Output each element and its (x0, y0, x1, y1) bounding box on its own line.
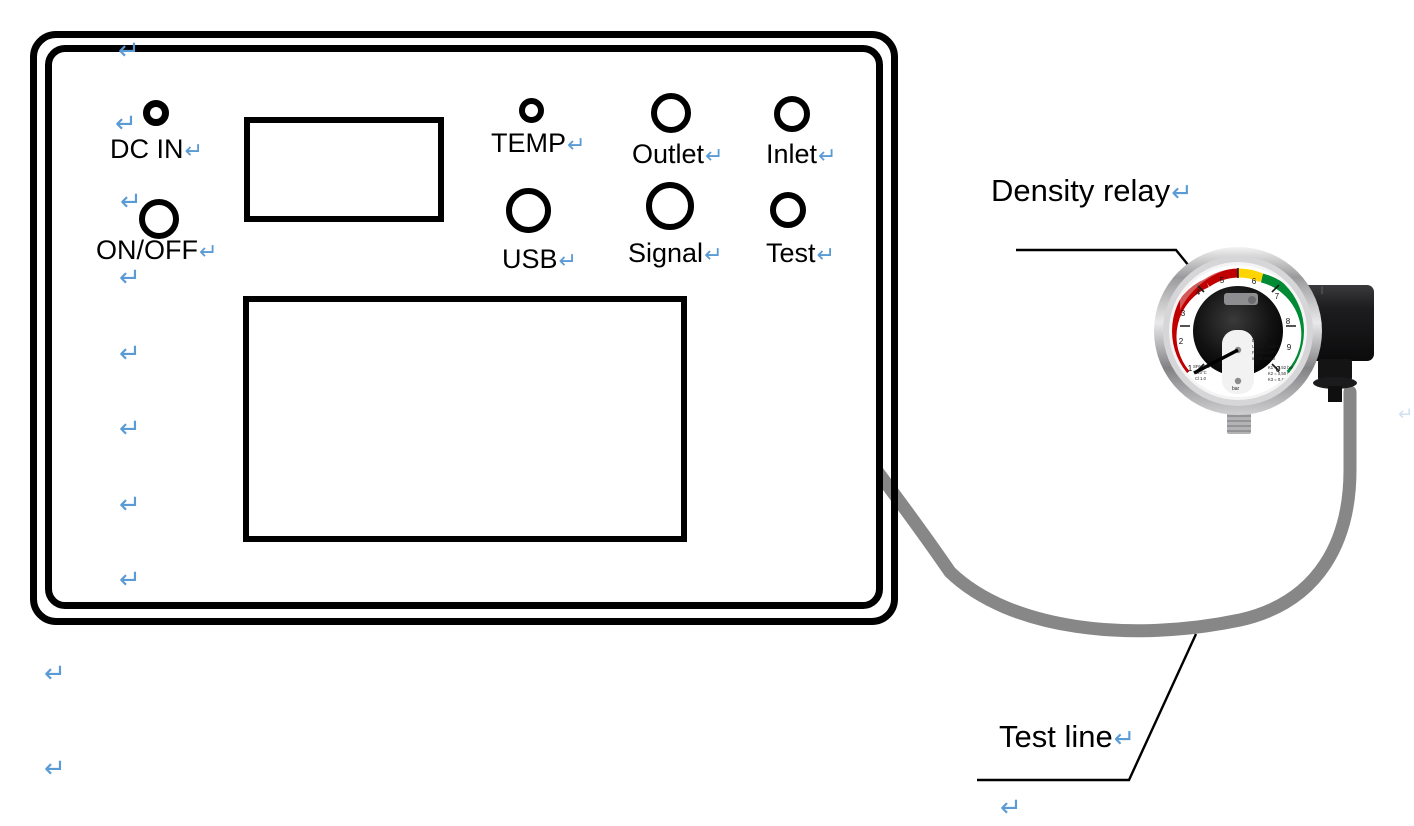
return-mark-icon: ↵ (1113, 723, 1136, 753)
return-mark-icon: ↵ (118, 36, 140, 66)
return-mark-icon: ↵ (120, 187, 142, 217)
large-display-screen[interactable] (243, 296, 687, 542)
port-label-signal-text: Signal (628, 238, 704, 268)
gauge-dial-text: DMK90 U max ~ 250 V P max ≤ MPa micro-sw… (1193, 338, 1294, 392)
glass-reflection (1180, 265, 1246, 310)
return-mark-icon: ↵ (1398, 404, 1414, 425)
svg-text:K2 = 0,50 bar: K2 = 0,50 bar (1268, 371, 1294, 376)
port-label-test: Test↵ (766, 240, 835, 267)
svg-text:6: 6 (1252, 277, 1257, 286)
svg-text:Cl 1.0: Cl 1.0 (1195, 376, 1207, 381)
port-on-off[interactable] (139, 199, 179, 239)
svg-text:DMK90: DMK90 (1252, 338, 1267, 343)
svg-text:U max ~ 250 V: U max ~ 250 V (1252, 344, 1280, 349)
return-mark-icon: ↵ (1171, 177, 1193, 207)
return-mark-icon: ↵ (704, 242, 723, 268)
return-mark-icon: ↵ (1000, 793, 1022, 823)
port-label-dc-in-text: DC IN (110, 134, 184, 164)
svg-text:1: 1 (1188, 364, 1193, 373)
return-mark-icon: ↵ (818, 143, 837, 169)
port-label-temp: TEMP↵ (491, 130, 586, 157)
gauge-adjuster (1224, 293, 1258, 305)
svg-text:±20°C: ±20°C (1195, 370, 1207, 375)
return-mark-icon: ↵ (816, 242, 836, 268)
return-mark-icon: ↵ (567, 132, 586, 158)
port-label-on-off: ON/OFF↵ (96, 237, 218, 264)
port-dc-in[interactable] (143, 100, 169, 126)
port-outlet[interactable] (651, 93, 691, 133)
port-usb[interactable] (506, 188, 551, 233)
return-mark-icon: ↵ (119, 414, 141, 444)
gauge-ticks (1180, 268, 1296, 372)
svg-text:9: 9 (1287, 343, 1292, 352)
port-inlet[interactable] (774, 96, 810, 132)
svg-text:P max ≤ MPa: P max ≤ MPa (1252, 350, 1278, 355)
svg-text:SF6 Gas: SF6 Gas (1193, 364, 1210, 369)
port-label-outlet: Outlet↵ (632, 141, 724, 168)
svg-text:8: 8 (1286, 317, 1291, 326)
annotation-test-line: Test line↵ (999, 721, 1135, 752)
svg-text:5: 5 (1220, 276, 1225, 285)
svg-text:2: 2 (1179, 337, 1184, 346)
return-mark-icon: ↵ (119, 339, 141, 369)
port-signal[interactable] (646, 182, 694, 230)
return-mark-icon: ↵ (558, 248, 578, 274)
annotation-density-relay-text: Density relay (991, 173, 1171, 208)
svg-text:K3 = 0,48 bar: K3 = 0,48 bar (1268, 377, 1294, 382)
return-mark-icon: ↵ (199, 239, 218, 265)
return-mark-icon: ↵ (44, 659, 66, 689)
return-mark-icon: ↵ (44, 754, 66, 784)
return-mark-icon: ↵ (119, 565, 141, 595)
port-test[interactable] (770, 192, 806, 228)
svg-text:K1 = 0,52 bar: K1 = 0,52 bar (1268, 365, 1294, 370)
port-label-inlet-text: Inlet (766, 139, 818, 169)
annotation-density-relay: Density relay↵ (991, 175, 1192, 206)
return-mark-icon: ↵ (119, 490, 141, 520)
gauge-scale-numbers: 1 2 3 4 5 6 7 8 9 0 (1179, 276, 1292, 374)
svg-text:micro-switch: micro-switch (1252, 356, 1276, 361)
return-mark-icon: ↵ (115, 109, 137, 139)
port-label-outlet-text: Outlet (632, 139, 705, 169)
port-label-inlet: Inlet↵ (766, 141, 837, 168)
port-label-on-off-text: ON/OFF (96, 235, 198, 265)
density-relay-gauge[interactable]: 1 2 3 4 5 6 7 8 9 0 (1150, 238, 1400, 438)
port-label-usb: USB↵ (502, 246, 577, 273)
svg-text:7: 7 (1275, 292, 1280, 301)
port-label-signal: Signal↵ (628, 240, 723, 267)
port-label-dc-in: DC IN↵ (110, 136, 203, 163)
port-label-usb-text: USB (502, 244, 558, 274)
return-mark-icon: ↵ (184, 138, 204, 164)
small-display-screen[interactable] (244, 117, 444, 222)
svg-text:bar: bar (1232, 386, 1240, 392)
svg-text:0: 0 (1276, 365, 1281, 374)
port-temp[interactable] (519, 98, 544, 123)
gauge-pointer (1193, 348, 1239, 375)
return-mark-icon: ↵ (119, 263, 141, 293)
svg-text:4: 4 (1196, 288, 1201, 297)
annotation-test-line-text: Test line (999, 719, 1113, 754)
return-mark-icon: ↵ (705, 143, 724, 169)
port-label-test-text: Test (766, 238, 816, 268)
svg-text:3: 3 (1181, 309, 1186, 318)
port-label-temp-text: TEMP (491, 128, 567, 158)
instrument-panel-outer-border (30, 31, 898, 625)
